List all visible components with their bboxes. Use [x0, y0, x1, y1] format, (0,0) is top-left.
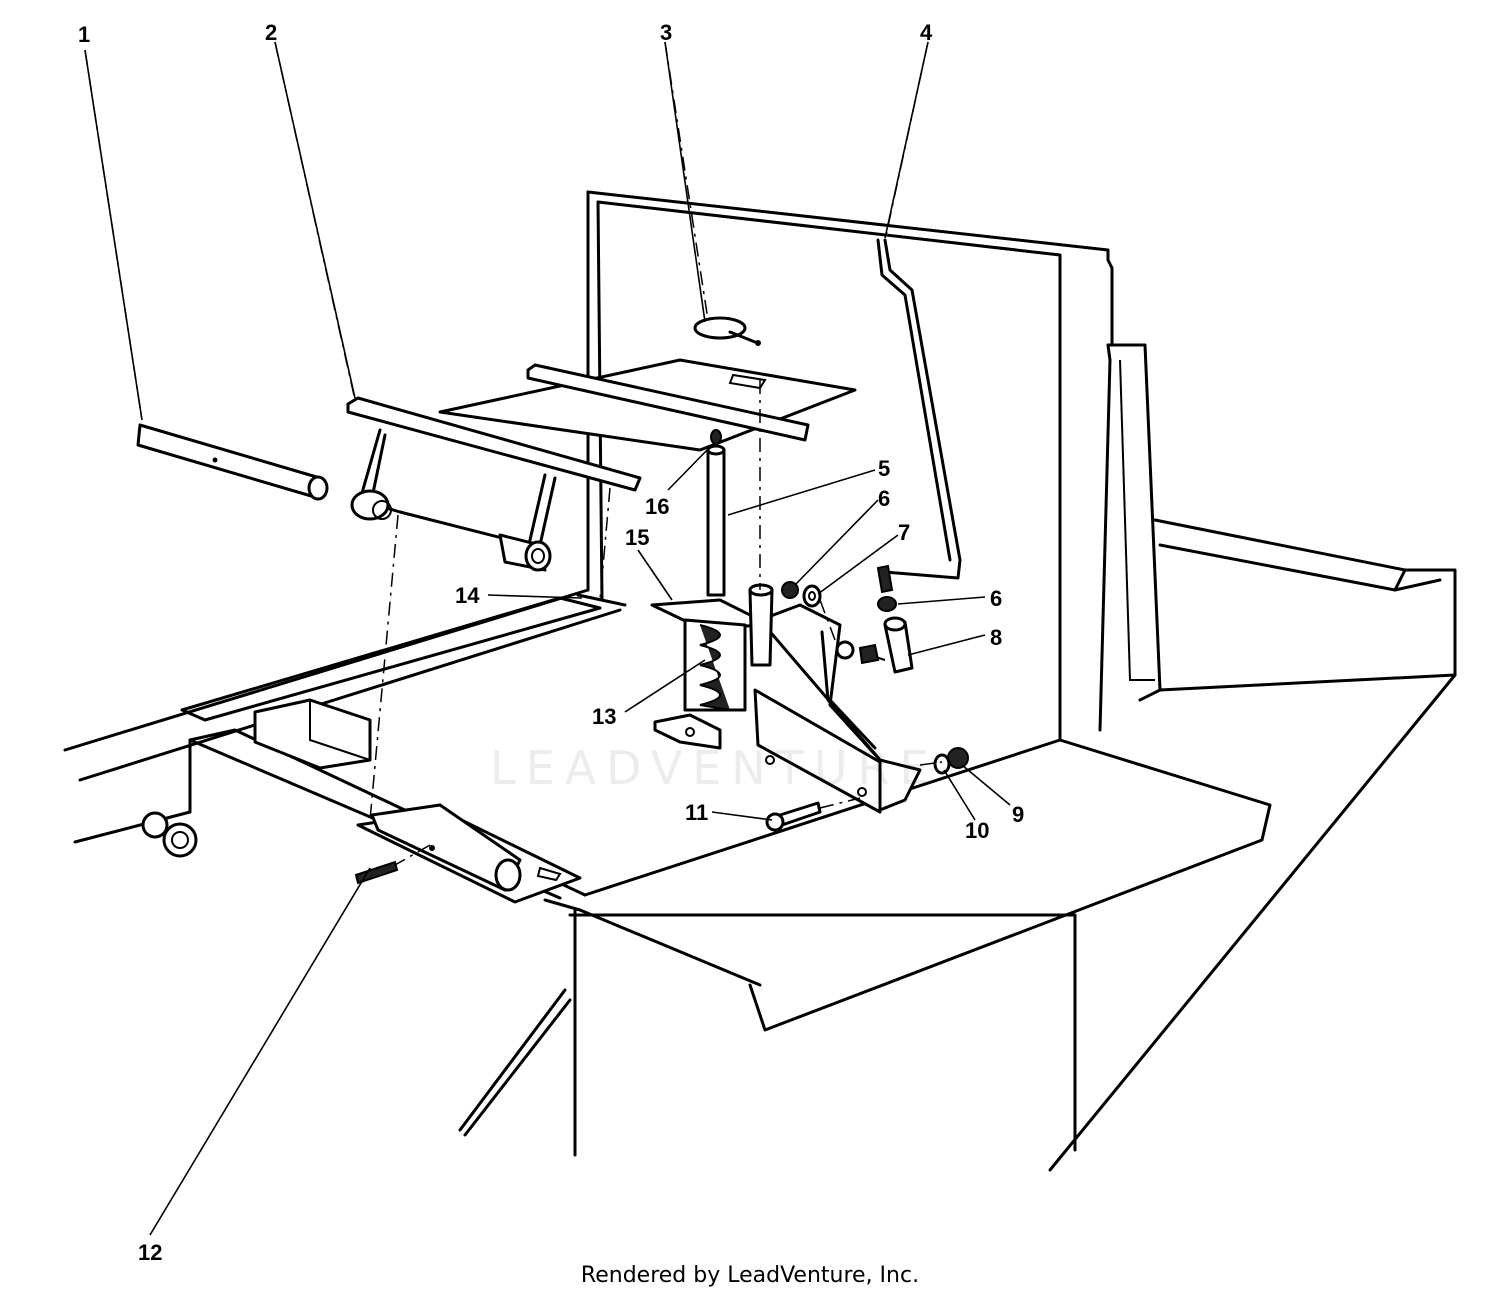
callout-15: 15	[625, 525, 649, 550]
callout-2: 2	[265, 20, 277, 45]
callouts: 1 2 3 4 5 6 6 7 8 9 10 11 12 13 14 15 16	[78, 20, 1024, 1265]
rod-part-1	[136, 423, 329, 501]
callout-12: 12	[138, 1240, 162, 1265]
watermark: LEADVENTURE	[490, 741, 939, 795]
callout-14: 14	[455, 583, 480, 608]
callout-11: 11	[685, 800, 708, 825]
hardware-parts-9-10-11	[765, 747, 969, 832]
callout-9: 9	[1012, 802, 1024, 827]
hinge-part-12	[354, 803, 582, 904]
leader-lines	[84, 41, 1011, 1236]
callout-16: 16	[645, 494, 669, 519]
callout-13: 13	[592, 704, 616, 729]
callout-8: 8	[990, 625, 1002, 650]
footer-credit: Rendered by LeadVenture, Inc.	[581, 1263, 919, 1288]
top-plate	[438, 358, 857, 452]
callout-1: 1	[78, 22, 90, 47]
callout-6b: 6	[990, 586, 1002, 611]
hardware-parts-6-7-8	[781, 564, 914, 674]
callout-6a: 6	[878, 486, 890, 511]
bracket-part-14	[576, 593, 627, 607]
housing	[63, 190, 1457, 1172]
callout-7: 7	[898, 520, 910, 545]
lever-bracket-part-2	[346, 396, 642, 572]
clip-part-3	[693, 316, 761, 346]
callout-4: 4	[920, 20, 933, 45]
angle-bracket	[748, 583, 922, 814]
pin-part-5	[706, 429, 726, 597]
spring-bracket-part-13	[650, 598, 772, 750]
rod-part-4	[876, 238, 962, 580]
callout-3: 3	[660, 20, 672, 45]
callout-5: 5	[878, 456, 890, 481]
callout-10: 10	[965, 818, 989, 843]
